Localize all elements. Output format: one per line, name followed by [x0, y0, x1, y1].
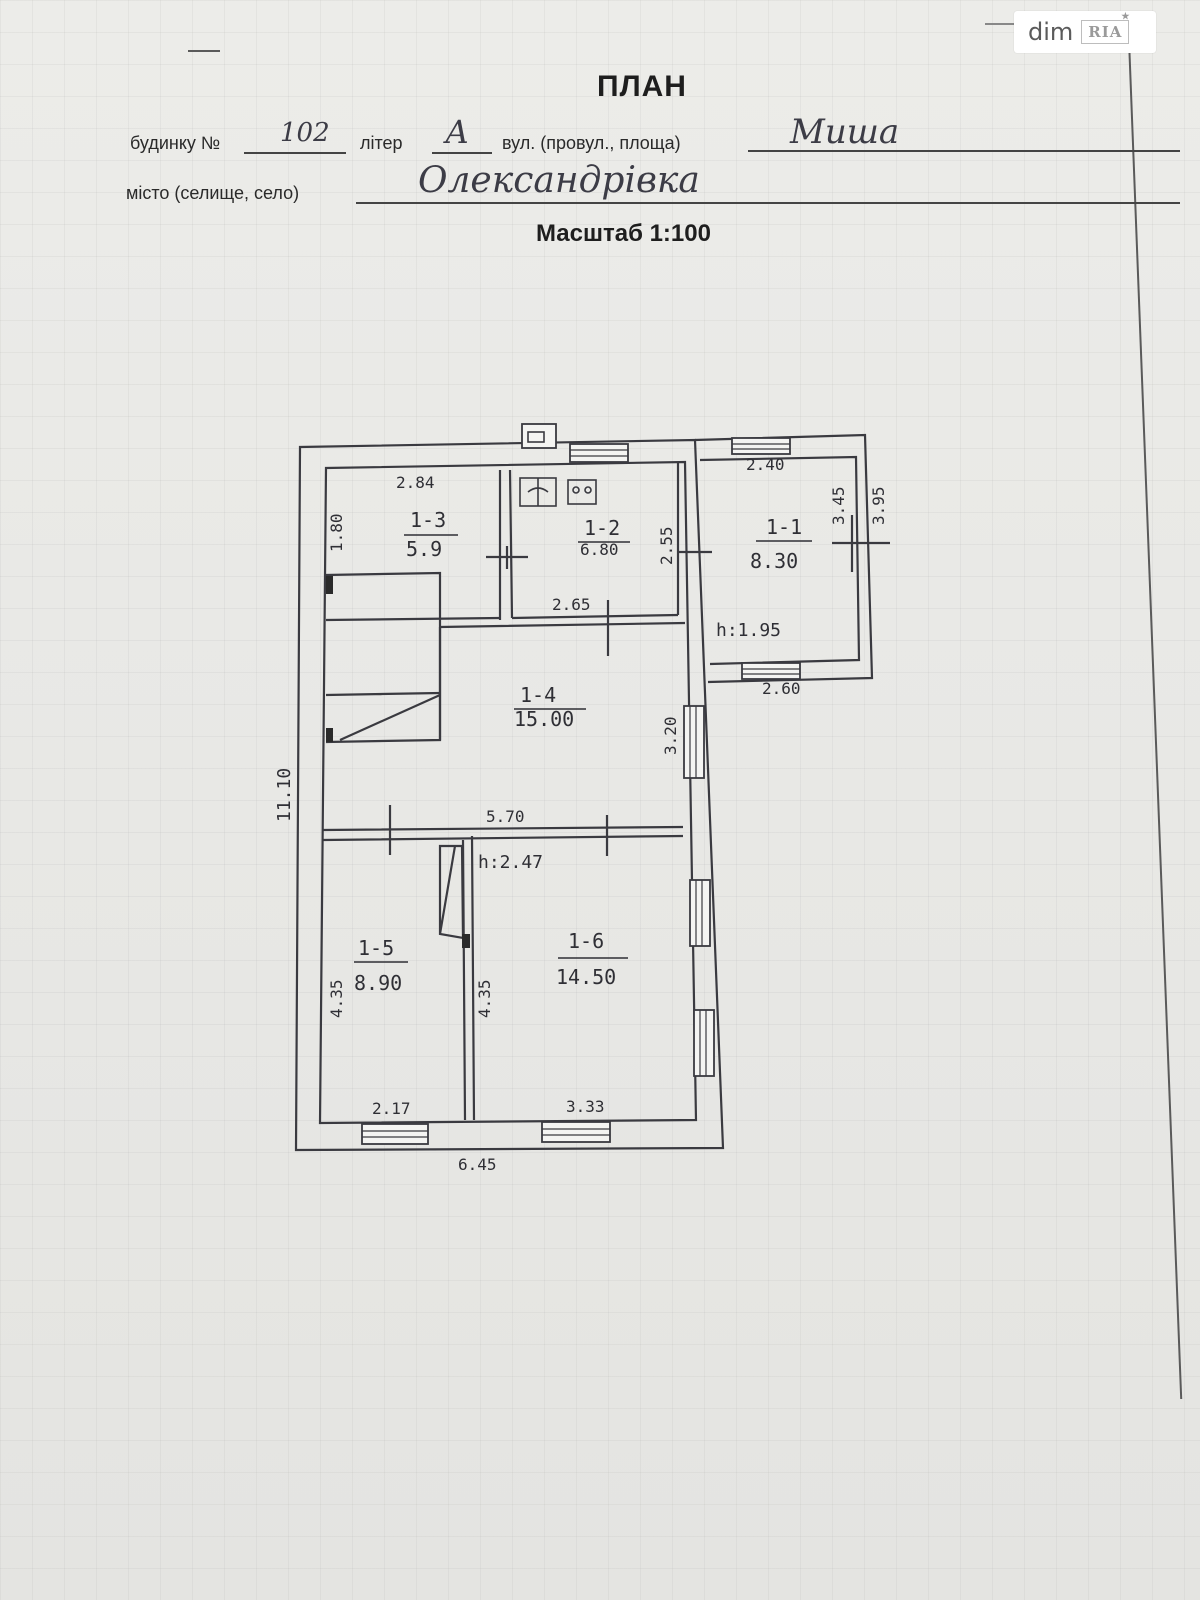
- height-main: h:2.47: [478, 852, 543, 873]
- dim-room14-depth: 3.20: [661, 716, 680, 755]
- street-underline: [748, 150, 1180, 152]
- dim-room12-width: 2.65: [552, 595, 591, 614]
- dim-room16-depth: 4.35: [475, 979, 494, 1018]
- room-15-id: 1-5: [358, 936, 394, 960]
- letter-value: А: [445, 113, 470, 151]
- room-15-area: 8.90: [354, 971, 402, 995]
- watermark-brand: dim: [1028, 18, 1074, 46]
- dim-room13-depth: 1.80: [327, 513, 346, 552]
- letter-underline: [432, 152, 492, 154]
- door-13-12: [486, 546, 528, 569]
- stair-marker-top: [326, 576, 333, 594]
- dim-room11-inner: 3.45: [829, 486, 848, 525]
- city-value: Олександрівка: [418, 160, 700, 201]
- room-14-id: 1-4: [520, 683, 556, 707]
- inner-wall-main: [318, 460, 698, 1125]
- partition-13-bottom: [325, 616, 501, 622]
- street-label: вул. (провул., площа): [502, 133, 681, 153]
- room-16-id: 1-6: [568, 929, 604, 953]
- height-annex: h:1.95: [716, 620, 781, 641]
- window-panes: [362, 443, 800, 1138]
- watermark-logo: dim RIA: [1014, 11, 1156, 53]
- closet-marker: [462, 934, 470, 948]
- dim-room15-depth: 4.35: [327, 979, 346, 1018]
- partition-14-bottom: [322, 825, 684, 842]
- window-16-bottom: [541, 1121, 611, 1143]
- room-11-area: 8.30: [750, 549, 798, 573]
- house-label: будинку №: [130, 133, 221, 153]
- street-value: Миша: [790, 112, 900, 152]
- window-14: [683, 705, 705, 779]
- room-12-id: 1-2: [584, 516, 620, 540]
- page-title: ПЛАН: [597, 70, 687, 103]
- room-12-area: 6.80: [580, 540, 619, 559]
- outer-wall-main: [294, 438, 725, 1152]
- inner-wall-annex: [699, 455, 861, 666]
- dim-room11-bottom: 2.60: [762, 679, 801, 698]
- room-14-area: 15.00: [514, 707, 574, 731]
- window-16-a: [689, 879, 711, 947]
- window-11-top: [731, 437, 791, 455]
- dim-room16-width: 3.33: [566, 1097, 605, 1116]
- city-label: місто (селище, село): [126, 183, 300, 203]
- top-dash: [188, 50, 220, 52]
- chimney: [521, 423, 557, 449]
- dim-room11-top: 2.40: [746, 455, 785, 474]
- top-right-dash: [985, 23, 1025, 25]
- room-13-id: 1-3: [410, 508, 446, 532]
- stair-block: [325, 571, 442, 744]
- dim-room13-width: 2.84: [396, 473, 435, 492]
- room-16-area: 14.50: [556, 965, 616, 989]
- door-annex: [832, 515, 890, 572]
- partition-13-12: [498, 469, 514, 620]
- window-16-b: [693, 1009, 715, 1077]
- window-12: [569, 443, 629, 463]
- letter-label: літер: [360, 133, 403, 153]
- sink-symbol: [567, 479, 597, 505]
- dim-room12-depth: 2.55: [657, 526, 676, 565]
- dim-room15-width: 2.17: [372, 1099, 411, 1118]
- scale-label: Масштаб 1:100: [536, 220, 711, 247]
- window-11-bottom: [741, 662, 801, 680]
- city-underline: [356, 202, 1180, 204]
- window-15: [361, 1123, 429, 1145]
- dim-overall-width: 6.45: [458, 1155, 497, 1174]
- dim-room11-outer: 3.95: [869, 486, 888, 525]
- closet: [438, 844, 465, 940]
- watermark-sub: RIA: [1081, 12, 1131, 44]
- house-underline: [244, 152, 346, 154]
- room-13-area: 5.9: [406, 537, 442, 561]
- chimney-flue: [527, 431, 545, 443]
- stair-marker-bottom: [326, 728, 333, 742]
- house-value: 102: [280, 118, 330, 148]
- partition-12-bottom: [511, 613, 679, 620]
- partition-15-16: [461, 835, 476, 1121]
- dim-overall-length: 11.10: [274, 768, 295, 822]
- dim-room14-width: 5.70: [486, 807, 525, 826]
- room-11-id: 1-1: [766, 515, 802, 539]
- stair-lines: [325, 691, 441, 742]
